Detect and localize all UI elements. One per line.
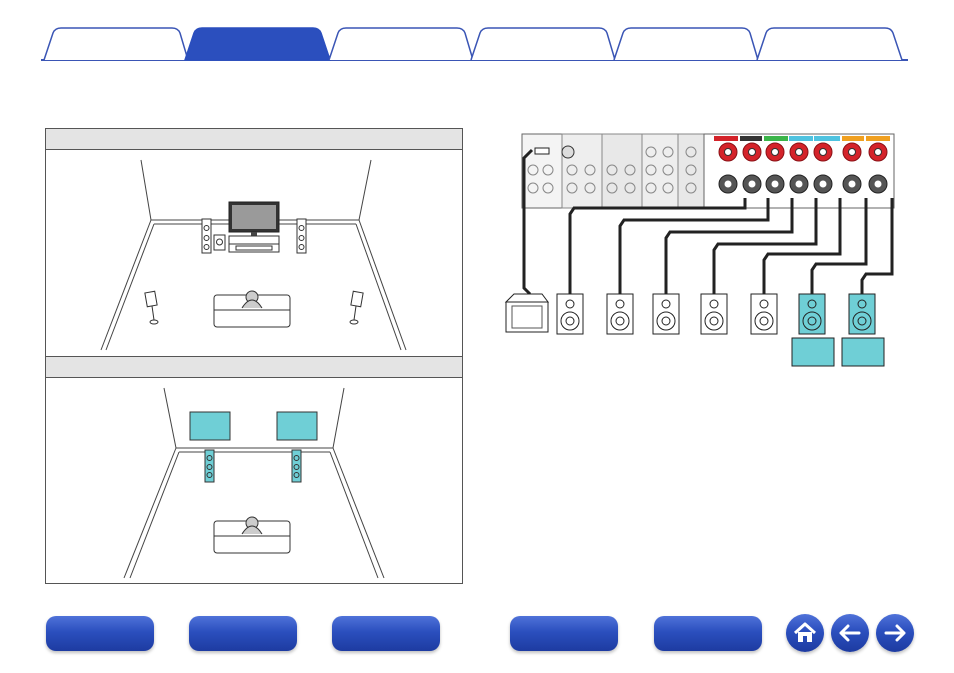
bottom-nav-button-2[interactable] [189, 616, 297, 651]
home-icon [793, 622, 817, 642]
front-left-speaker-icon [201, 218, 212, 254]
subwoofer-icon [504, 293, 549, 333]
arrow-left-icon [839, 624, 861, 642]
listener-sofa-icon [213, 290, 291, 328]
layout-section-header-2 [46, 356, 462, 378]
center-speaker-icon [213, 234, 226, 251]
tab-2-active[interactable] [183, 27, 332, 61]
room-layout-diagram-height [123, 387, 385, 579]
speaker-layout-panel [45, 128, 463, 584]
forward-button[interactable] [876, 614, 914, 652]
speaker-icon-7-highlight [848, 293, 876, 335]
height-speaker-label-box-right [841, 337, 885, 367]
bottom-nav-button-4[interactable] [510, 616, 618, 651]
tab-1[interactable] [43, 27, 189, 61]
front-right-tower-speaker-icon [291, 449, 302, 483]
tab-3[interactable] [328, 27, 474, 61]
home-button[interactable] [786, 614, 824, 652]
tab-4[interactable] [470, 27, 616, 61]
surround-left-speaker-icon [144, 290, 159, 325]
speaker-cables [522, 148, 894, 296]
arrow-right-icon [884, 624, 906, 642]
speaker-icon-6-highlight [798, 293, 826, 335]
receiver-rear-panel [521, 133, 895, 209]
room-layout-diagram-front [100, 159, 407, 351]
listener-sofa-icon [213, 516, 291, 554]
front-right-speaker-icon [296, 218, 307, 254]
layout-section-header-1 [46, 129, 462, 150]
tab-6[interactable] [756, 27, 903, 61]
tv-icon [228, 201, 280, 253]
subwoofer-plug [534, 147, 550, 155]
front-height-left-speaker-icon [189, 411, 231, 441]
speaker-icon-5 [750, 293, 778, 335]
top-tab-bar [41, 27, 908, 61]
bottom-nav-button-5[interactable] [654, 616, 762, 651]
front-left-tower-speaker-icon [204, 449, 215, 483]
speaker-terminals [714, 136, 890, 194]
height-speaker-label-box-left [791, 337, 835, 367]
speaker-icon-3 [652, 293, 680, 335]
speaker-icon-4 [700, 293, 728, 335]
speaker-icon-1 [556, 293, 584, 335]
bottom-nav-button-3[interactable] [332, 616, 440, 651]
front-height-right-speaker-icon [276, 411, 318, 441]
speaker-icon-2 [606, 293, 634, 335]
tab-5[interactable] [613, 27, 759, 61]
bottom-nav-button-1[interactable] [46, 616, 154, 651]
surround-right-speaker-icon [349, 290, 364, 325]
back-button[interactable] [831, 614, 869, 652]
speaker-wiring-diagram [504, 133, 895, 367]
